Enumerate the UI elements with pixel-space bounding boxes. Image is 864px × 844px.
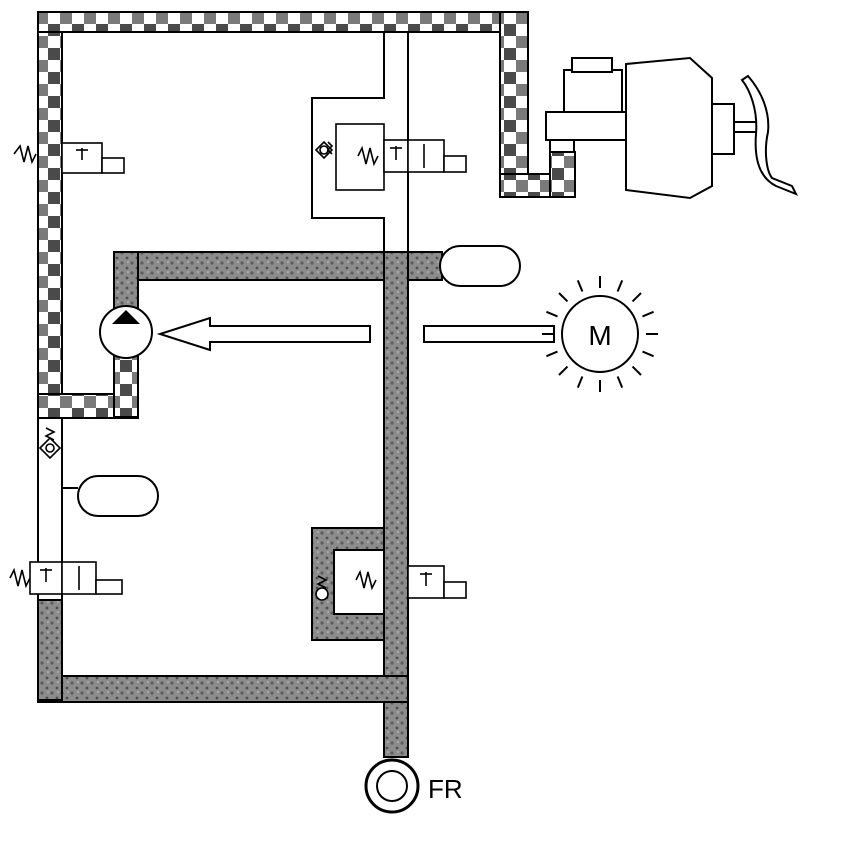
motor-ray: [576, 376, 584, 388]
motor-ray: [616, 376, 624, 388]
solenoid-valve-icon: [335, 123, 467, 191]
motor-ray: [642, 350, 654, 358]
solenoid-valve-icon: [13, 142, 125, 174]
motor-ray: [546, 310, 558, 318]
motor-ray: [631, 365, 642, 376]
wheel-brake-icon: [364, 758, 420, 814]
motor-drive-arrow: [156, 316, 555, 352]
brake-pedal-icon: [733, 74, 799, 196]
motor-label: M: [588, 320, 611, 351]
check-valve-icon: [315, 575, 329, 601]
motor-ray: [576, 280, 584, 292]
motor-ray: [546, 350, 558, 358]
motor-ray: [616, 280, 624, 292]
solenoid-valve-icon: [9, 561, 123, 595]
pump-icon: [99, 305, 153, 359]
motor-icon: M: [542, 276, 658, 392]
check-valve-icon: [314, 140, 334, 160]
motor-ray: [558, 365, 569, 376]
motor-ray: [631, 292, 642, 303]
motor-ray: [642, 310, 654, 318]
motor-ray: [558, 292, 569, 303]
solenoid-valve-icon: [355, 565, 467, 599]
master-cylinder-icon: [545, 56, 735, 200]
check-valve-icon: [38, 427, 62, 460]
accumulator-icon: [439, 245, 521, 287]
wheel-label: FR: [428, 774, 463, 804]
pressure-line-circuit: [37, 251, 443, 758]
accumulator-icon: [77, 475, 159, 517]
